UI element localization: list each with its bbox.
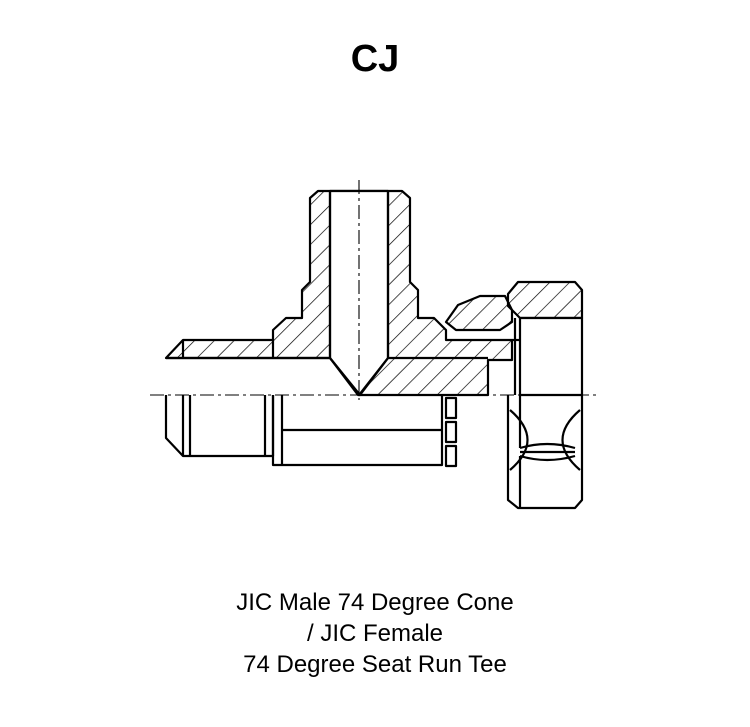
swivel-nut-section [444, 280, 584, 397]
caption-line-3: 74 Degree Seat Run Tee [243, 651, 507, 678]
tee-body-section [164, 189, 514, 397]
diagram-title: CJ [350, 38, 400, 80]
diagram-caption: JIC Male 74 Degree Cone / JIC Female 74 … [0, 587, 750, 680]
caption-line-1: JIC Male 74 Degree Cone [236, 589, 514, 616]
swivel-nut-lower-view [506, 395, 584, 510]
body-lower-view [164, 395, 458, 468]
caption-line-2: / JIC Female [306, 620, 444, 647]
centerlines [150, 180, 600, 400]
